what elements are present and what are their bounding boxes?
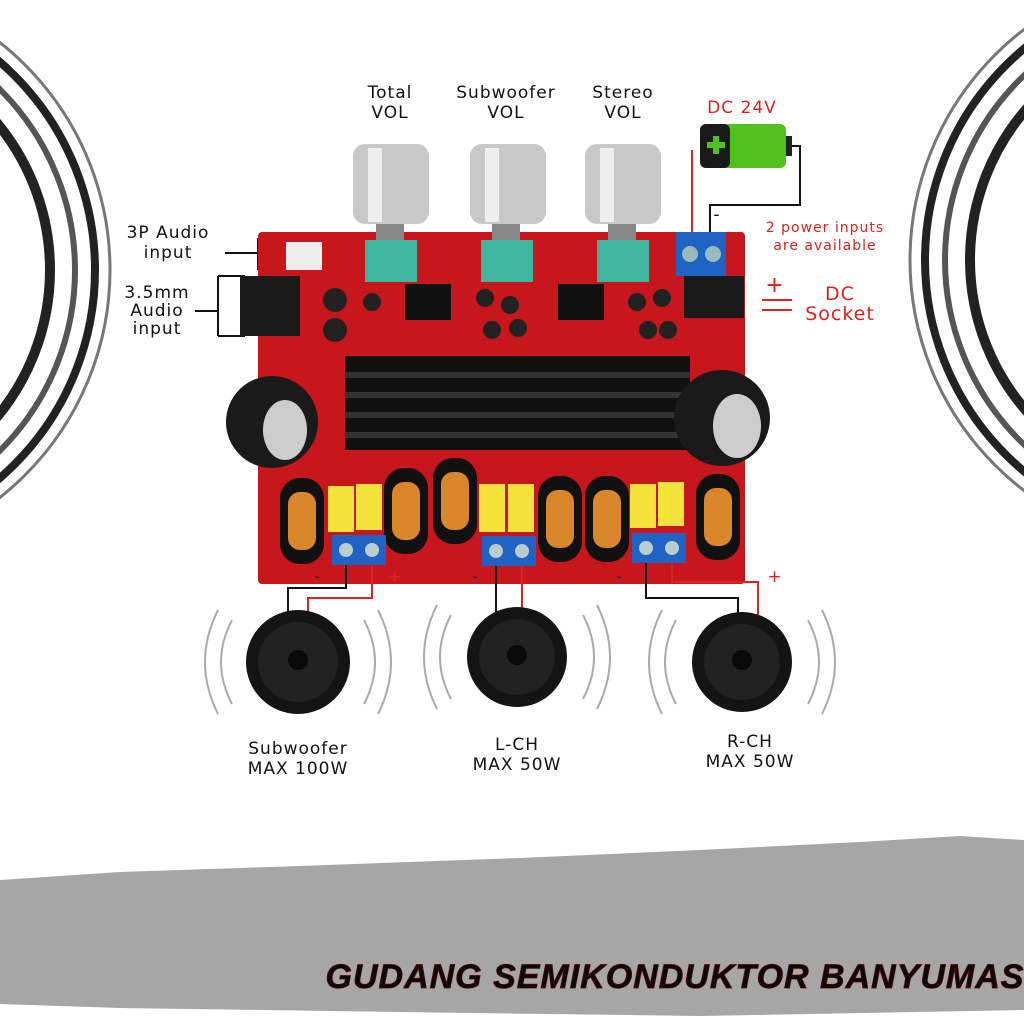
speaker-terminals <box>332 533 686 566</box>
subwoofer-speaker-icon <box>204 609 392 715</box>
subwoofer-vol-knob[interactable] <box>470 144 546 282</box>
jack-input-label-2: Audio <box>130 301 183 321</box>
dc-24v-label: DC 24V <box>707 98 777 118</box>
right-decorative-arcs <box>908 27 1024 493</box>
total-vol-knob[interactable] <box>353 144 429 282</box>
subwoofer-output-power: MAX 100W <box>248 759 349 779</box>
dc-socket-label: DC <box>825 283 855 305</box>
subwoofer-vol-label-2: VOL <box>487 103 524 123</box>
total-vol-label-2: VOL <box>371 103 408 123</box>
power-note-line1: 2 power inputs <box>766 220 884 236</box>
jack-input-label-3: input <box>133 319 182 339</box>
power-note-line2: are available <box>773 238 876 254</box>
rch-minus: - <box>616 567 623 587</box>
subwoofer-vol-label: Subwoofer <box>456 83 556 103</box>
socket-plus: + <box>765 273 784 298</box>
3p-audio-input-label: 3P Audio <box>127 223 210 243</box>
speaker-wires <box>287 563 759 615</box>
brand-banner <box>0 836 1024 1016</box>
jack-input-label: 3.5mm <box>124 283 189 303</box>
amplifier-board <box>226 232 770 584</box>
lch-minus: - <box>472 567 479 587</box>
dc-socket-label-2: Socket <box>805 303 875 325</box>
lch-speaker-icon <box>423 604 611 710</box>
inductors <box>280 458 740 564</box>
3p-audio-input-label-2: input <box>144 243 193 263</box>
sub-minus: - <box>314 567 321 587</box>
battery-icon <box>700 124 792 168</box>
sub-plus: + <box>387 567 402 587</box>
left-decorative-arcs <box>0 40 112 500</box>
rch-output-label: R-CH <box>727 732 773 752</box>
battery-minus: - <box>713 205 720 225</box>
brand-text: GUDANG SEMIKONDUKTOR BANYUMAS <box>326 958 1024 996</box>
stereo-vol-label-2: VOL <box>604 103 641 123</box>
rch-speaker-icon <box>648 609 836 715</box>
lch-output-label: L-CH <box>495 735 539 755</box>
stereo-vol-label: Stereo <box>592 83 653 103</box>
total-vol-label: Total <box>367 83 413 103</box>
rch-output-power: MAX 50W <box>706 752 795 772</box>
stereo-vol-knob[interactable] <box>585 144 661 282</box>
lch-output-power: MAX 50W <box>473 755 562 775</box>
subwoofer-output-label: Subwoofer <box>248 739 348 759</box>
rch-plus: + <box>767 567 782 587</box>
